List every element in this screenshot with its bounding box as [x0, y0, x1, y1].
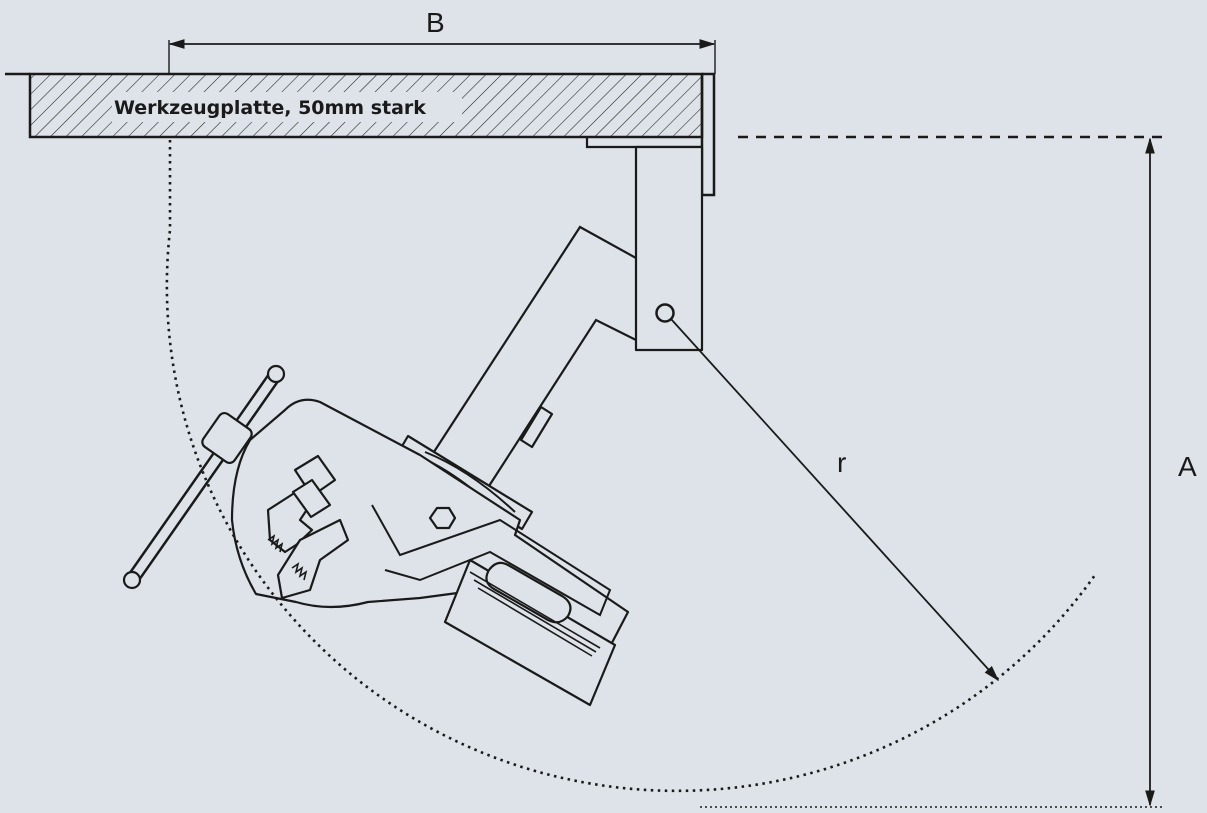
tool-plate: Werkzeugplatte, 50mm stark	[5, 72, 704, 139]
plate-label: Werkzeugplatte, 50mm stark	[114, 97, 426, 119]
vise	[122, 364, 630, 707]
swing-radius-arc	[165, 140, 1097, 793]
moving-jaw	[276, 518, 350, 600]
spindle-nut	[201, 411, 253, 465]
plate-label-background	[112, 92, 462, 122]
swing-arm	[429, 225, 637, 487]
dimension-label-b: B	[426, 7, 445, 38]
dimension-a: A	[700, 135, 1197, 808]
dimension-b: B	[168, 7, 716, 74]
dimension-r: r	[670, 318, 1000, 682]
pivot-bolt	[655, 303, 675, 323]
mount-bracket	[585, 72, 716, 352]
dimension-label-a: A	[1178, 451, 1197, 482]
hex-bolt	[428, 506, 457, 530]
dimension-label-r: r	[837, 447, 846, 478]
bracket-post	[634, 145, 704, 352]
jaw-slot	[485, 561, 572, 624]
jaw-insert-bottom	[291, 478, 332, 519]
